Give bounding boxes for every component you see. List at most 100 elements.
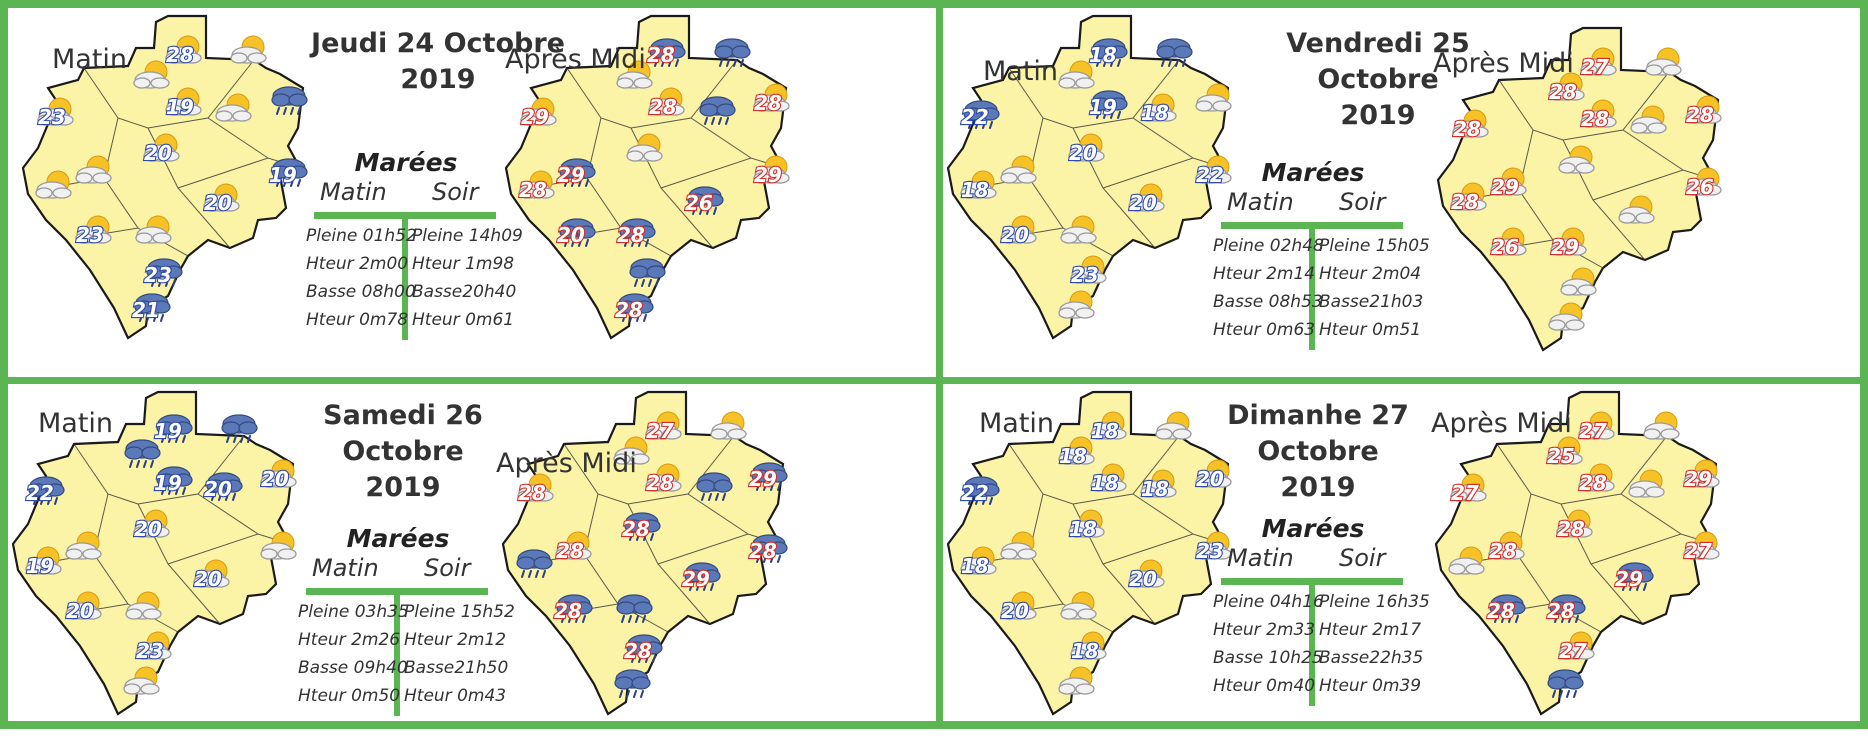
tide-entry: Pleine 02h48 [1213,236,1324,256]
rain-cloud-icon: 28 [553,594,593,624]
partly-sunny-icon: 26 [1490,227,1527,260]
temperature-label: 22 [961,481,989,505]
partly-sunny-icon [1560,267,1597,296]
partly-sunny-icon: 28 [1580,99,1617,132]
partly-sunny-icon: 28 [1452,109,1489,142]
rain-cloud-icon: 19 [1088,90,1128,120]
partly-sunny-icon [1060,215,1097,244]
tides-title: Marées [1261,158,1365,187]
partly-sunny-icon: 20 [193,559,230,592]
rain-cloud-icon: 29 [556,158,596,188]
partly-sunny-icon: 28 [1488,531,1525,564]
temperature-label: 28 [649,95,677,119]
temperature-label: 22 [1196,163,1224,187]
tides-evening-header: Soir [432,178,479,206]
partly-sunny-icon: 27 [1578,411,1615,444]
rain-cloud-icon: 29 [748,462,788,492]
partly-sunny-icon [1628,469,1665,498]
tide-entry: Hteur 0m40 [1213,676,1316,696]
temperature-label: 28 [754,91,782,115]
tides-evening-header: Soir [1339,544,1386,572]
temperature-label: 18 [1091,471,1119,495]
morning-label: Matin [983,56,1059,87]
temperature-label: 18 [1071,639,1099,663]
panel-divider-vertical [936,8,943,721]
tides-evening-header: Soir [424,554,471,582]
rain-cloud-icon [699,96,736,125]
tide-entry: Hteur 2m26 [298,630,401,650]
tide-entry: Hteur 0m51 [1319,320,1422,340]
partly-sunny-icon [1155,411,1192,440]
day-title-year: 2019 [1340,100,1416,131]
temperature-label: 28 [1547,599,1575,623]
partly-sunny-icon [125,591,162,620]
temperature-label: 28 [624,639,652,663]
partly-sunny-icon [1643,411,1680,440]
temperature-label: 26 [685,191,713,215]
rain-cloud-icon [696,472,733,501]
temperature-label: 29 [1615,567,1643,591]
morning-label: Matin [979,408,1055,439]
tide-entry: Basse22h35 [1319,648,1424,668]
tide-entry: Hteur 2m04 [1319,264,1422,284]
tide-entry: Pleine 15h52 [404,602,515,622]
temperature-label: 18 [1059,444,1087,468]
temperature-label: 19 [154,419,182,443]
partly-sunny-icon: 20 [203,183,240,216]
partly-sunny-icon: 18 [1090,463,1127,496]
tide-entry: Pleine 04h16 [1213,592,1324,612]
temperature-label: 28 [1579,471,1607,495]
day-title-year: 2019 [1280,472,1356,503]
temperature-label: 28 [1557,517,1585,541]
partly-sunny-icon [1058,666,1095,695]
partly-sunny-icon: 19 [165,87,202,120]
day-title-year: 2019 [365,472,441,503]
temperature-label: 27 [1559,639,1587,663]
partly-sunny-icon: 23 [37,97,74,130]
partly-sunny-icon [230,35,267,64]
temperature-label: 23 [76,223,104,247]
morning-label: Matin [38,408,114,439]
partly-sunny-icon [1630,105,1667,134]
partly-sunny-icon: 23 [1195,531,1232,564]
temperature-label: 18 [1091,419,1119,443]
rain-cloud-icon [221,414,258,443]
rain-cloud-icon: 19 [153,466,193,496]
temperature-label: 29 [749,467,777,491]
partly-sunny-icon: 18 [1068,509,1105,542]
temperature-label: 28 [554,599,582,623]
partly-sunny-icon [135,215,172,244]
rain-cloud-icon [1547,669,1584,698]
partly-sunny-icon: 27 [1683,531,1720,564]
province-borders [972,435,1226,633]
rain-cloud-icon: 26 [684,186,724,216]
rain-cloud-icon: 29 [1614,562,1654,592]
temperature-label: 29 [521,105,549,129]
rain-cloud-icon: 21 [131,293,171,323]
partly-sunny-icon: 28 [517,473,554,506]
partly-sunny-icon [215,93,252,122]
rain-cloud-icon: 19 [153,414,193,444]
partly-sunny-icon [133,60,170,89]
rain-cloud-icon [616,594,653,623]
partly-sunny-icon: 27 [1450,473,1487,506]
temperature-label: 27 [646,419,674,443]
province-borders [1462,71,1716,269]
partly-sunny-icon [260,531,297,560]
tide-entry: Hteur 0m78 [306,310,409,330]
temperature-label: 28 [556,539,584,563]
partly-sunny-icon [123,666,160,695]
rain-cloud-icon: 28 [748,534,788,564]
temperature-label: 27 [1451,481,1479,505]
temperature-label: 28 [518,481,546,505]
rain-cloud-icon: 28 [616,218,656,248]
partly-sunny-icon: 20 [1128,559,1165,592]
rain-cloud-icon: 28 [621,512,661,542]
